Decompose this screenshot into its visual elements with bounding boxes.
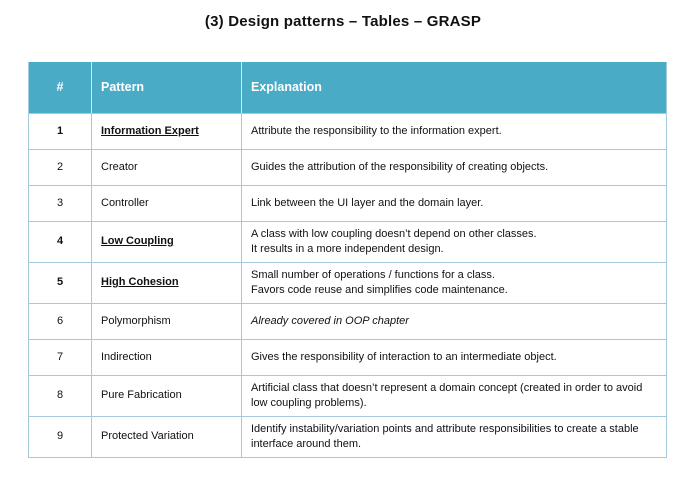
table-row: 3 Controller Link between the UI layer a…: [28, 184, 667, 222]
cell-explanation: Link between the UI layer and the domain…: [241, 184, 667, 222]
table-row: 1 Information Expert Attribute the respo…: [28, 112, 667, 150]
page-title: (3) Design patterns – Tables – GRASP: [204, 13, 482, 30]
header-cell-explanation: Explanation: [241, 62, 667, 114]
table-row: 5 High Cohesion Small number of operatio…: [28, 261, 667, 304]
table-row: 6 Polymorphism Already covered in OOP ch…: [28, 302, 667, 340]
cell-pattern-name: Information Expert: [91, 112, 242, 150]
grasp-patterns-table: # Pattern Explanation 1 Information Expe…: [28, 62, 667, 458]
table-header-row: # Pattern Explanation: [28, 62, 667, 114]
table-row: 9 Protected Variation Identify instabili…: [28, 415, 667, 458]
table-body: 1 Information Expert Attribute the respo…: [28, 112, 667, 458]
cell-explanation: Small number of operations / functions f…: [241, 261, 667, 304]
cell-number: 1: [28, 112, 92, 150]
cell-pattern-name: Low Coupling: [91, 220, 242, 263]
cell-pattern-name: Protected Variation: [91, 415, 242, 458]
cell-number: 3: [28, 184, 92, 222]
cell-number: 5: [28, 261, 92, 304]
cell-number: 7: [28, 338, 92, 376]
cell-explanation: Attribute the responsibility to the info…: [241, 112, 667, 150]
cell-explanation: Artificial class that doesn’t represent …: [241, 374, 667, 417]
table-row: 4 Low Coupling A class with low coupling…: [28, 220, 667, 263]
cell-explanation: Already covered in OOP chapter: [241, 302, 667, 340]
cell-pattern-name: Controller: [91, 184, 242, 222]
cell-explanation: A class with low coupling doesn’t depend…: [241, 220, 667, 263]
table-header: # Pattern Explanation: [28, 62, 667, 114]
cell-explanation: Identify instability/variation points an…: [241, 415, 667, 458]
header-cell-pattern: Pattern: [91, 62, 242, 114]
cell-pattern-name: Polymorphism: [91, 302, 242, 340]
cell-explanation: Gives the responsibility of interaction …: [241, 338, 667, 376]
cell-pattern-name: Pure Fabrication: [91, 374, 242, 417]
cell-explanation: Guides the attribution of the responsibi…: [241, 148, 667, 186]
cell-pattern-name: Indirection: [91, 338, 242, 376]
cell-pattern-name: High Cohesion: [91, 261, 242, 304]
cell-number: 6: [28, 302, 92, 340]
cell-pattern-name: Creator: [91, 148, 242, 186]
cell-number: 9: [28, 415, 92, 458]
cell-number: 8: [28, 374, 92, 417]
table-row: 8 Pure Fabrication Artificial class that…: [28, 374, 667, 417]
cell-number: 4: [28, 220, 92, 263]
header-cell-number: #: [28, 62, 92, 114]
table-row: 7 Indirection Gives the responsibility o…: [28, 338, 667, 376]
cell-number: 2: [28, 148, 92, 186]
table-row: 2 Creator Guides the attribution of the …: [28, 148, 667, 186]
